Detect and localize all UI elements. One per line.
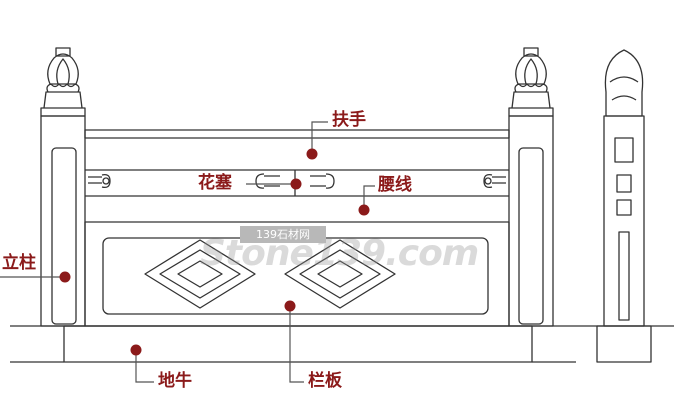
handrail (84, 129, 510, 139)
side-elevation (596, 49, 652, 363)
marker-panel (284, 300, 296, 312)
label-handrail: 扶手 (332, 110, 366, 130)
ground-beam (63, 325, 533, 363)
panel (84, 221, 510, 327)
marker-post (59, 271, 71, 283)
label-waist-line: 腰线 (378, 175, 412, 195)
pointer-ground-beam (135, 350, 154, 383)
marker-waist-line (358, 204, 370, 216)
pointer-handrail (311, 121, 328, 154)
flower-block-right (483, 173, 506, 189)
marker-ground-beam (130, 344, 142, 356)
flower-block-left (88, 173, 111, 189)
label-panel: 栏板 (308, 371, 342, 391)
pointer-panel (289, 306, 304, 383)
left-post (40, 47, 86, 327)
label-ground-beam: 地牛 (158, 371, 192, 391)
watermark-badge: 139石材网 (240, 226, 326, 243)
label-post: 立柱 (2, 253, 36, 273)
flower-block-center (255, 170, 335, 196)
right-post (508, 47, 554, 327)
label-flower-block: 花塞 (198, 173, 232, 193)
pointer-waist-line (363, 185, 375, 210)
marker-flower-block (290, 178, 302, 190)
marker-handrail (306, 148, 318, 160)
